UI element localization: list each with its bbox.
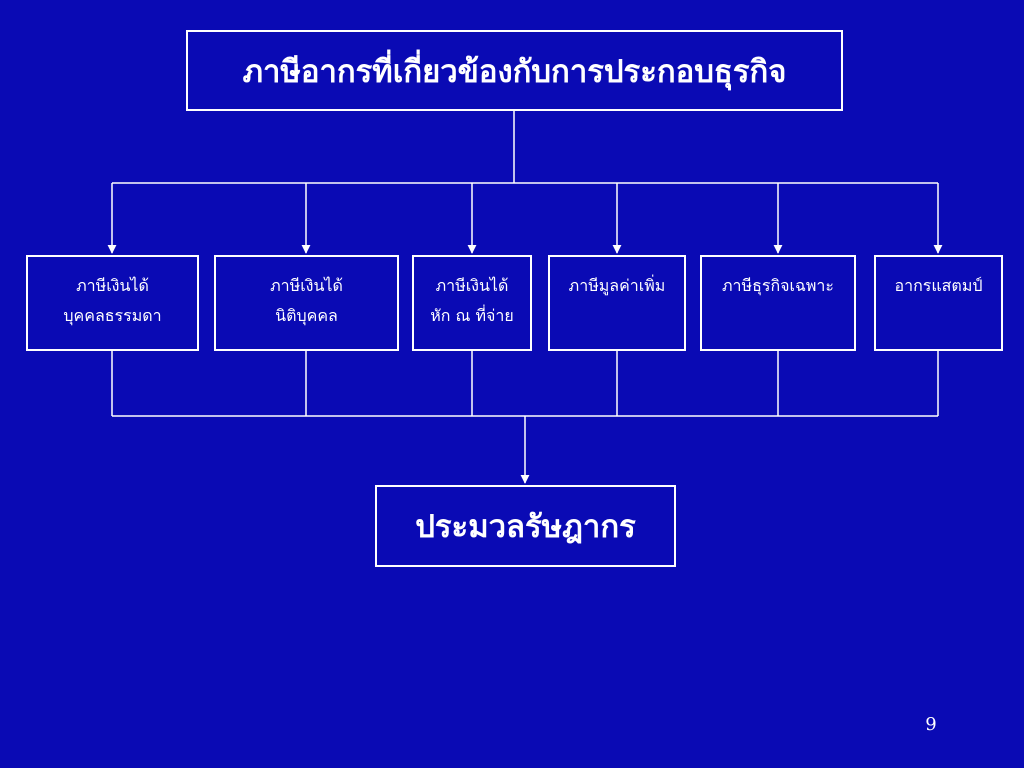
revenue-code-box: ประมวลรัษฎากร (375, 485, 676, 567)
tax-box-line-1: ภาษีเงินได้ (435, 276, 509, 295)
tax-box-personal-income: ภาษีเงินได้ บุคคลธรรมดา (26, 255, 199, 351)
tax-box-line-1: อากรแสตมป์ (894, 276, 983, 295)
page-number: 9 (925, 714, 937, 735)
tax-box-withholding: ภาษีเงินได้ หัก ณ ที่จ่าย (412, 255, 532, 351)
tax-box-line-2: หัก ณ ที่จ่าย (430, 306, 514, 325)
title-box: ภาษีอากรที่เกี่ยวข้องกับการประกอบธุรกิจ (186, 30, 843, 111)
title-text: ภาษีอากรที่เกี่ยวข้องกับการประกอบธุรกิจ (242, 53, 787, 90)
revenue-code-text: ประมวลรัษฎากร (415, 509, 636, 545)
tax-box-stamp-duty: อากรแสตมป์ (874, 255, 1003, 351)
tax-box-line-1: ภาษีเงินได้ (76, 276, 149, 295)
tax-box-line-1: ภาษีมูลค่าเพิ่ม (568, 276, 666, 295)
tax-box-line-2: บุคคลธรรมดา (63, 306, 162, 325)
tax-box-corporate-income: ภาษีเงินได้ นิติบุคคล (214, 255, 399, 351)
tax-box-value-added: ภาษีมูลค่าเพิ่ม (548, 255, 686, 351)
tax-box-line-1: ภาษีเงินได้ (270, 276, 343, 295)
tax-box-line-2: นิติบุคคล (275, 306, 338, 325)
tax-box-specific-business: ภาษีธุรกิจเฉพาะ (700, 255, 856, 351)
tax-box-line-1: ภาษีธุรกิจเฉพาะ (722, 276, 834, 295)
